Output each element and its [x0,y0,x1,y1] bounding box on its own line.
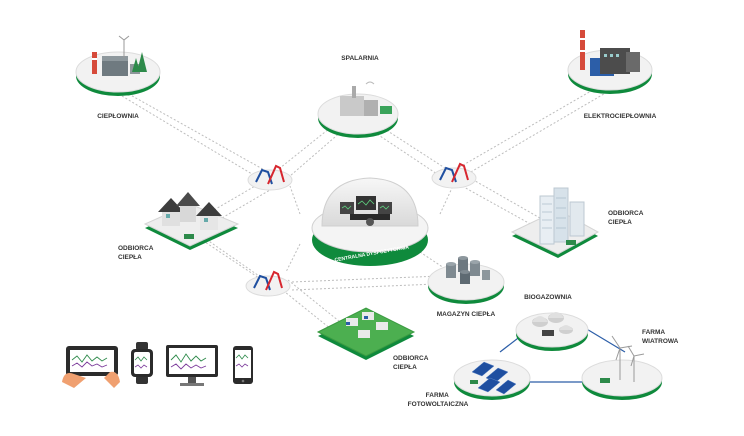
node-cieplownia [75,35,161,96]
chp-plant-icon [580,30,640,76]
heat-exchange-valve-icon [245,270,291,297]
label-odbiorca-right: ODBIORCA CIEPŁA [608,210,645,226]
node-biogazownia [515,312,589,351]
label-odbiorca-bottom: ODBIORCA CIEPŁA [393,355,430,371]
label-cieplownia: CIEPŁOWNIA [97,113,139,120]
monitor-icon [166,345,218,386]
label-odbiorca-left: ODBIORCA CIEPŁA [118,245,155,261]
node-magazyn [427,256,505,304]
label-elektrocieplownia: ELEKTROCIEPŁOWNIA [584,113,657,120]
heat-exchange-valve-icon [247,164,293,191]
control-room-dome-icon [321,177,419,227]
biogas-plant-icon [532,312,573,336]
wind-turbine-icon [611,335,645,382]
node-spalarnia [317,81,399,138]
node-farma-wiatrowa [581,335,663,400]
node-odbiorca-left [143,192,240,250]
tablet-icon [62,346,120,388]
housing-estate-icon [346,312,388,338]
node-central-control-room [311,177,429,266]
incinerator-icon [340,81,392,116]
label-farma-fotowoltaiczna: FARMA FOTOWOLTAICZNA [408,392,469,408]
node-farma-fotowoltaiczna [453,359,531,400]
devices-group [62,342,253,388]
solar-panel-icon [471,361,517,395]
houses-icon [158,192,222,239]
node-odbiorca-right [510,187,600,258]
label-biogazownia: BIOGAZOWNIA [524,294,572,301]
heating-plant-icon [92,35,147,76]
label-spalarnia: SPALARNIA [341,55,379,62]
node-odbiorca-bottom [316,307,416,360]
smartphone-icon [233,346,253,384]
node-elektrocieplownia [567,30,653,94]
label-magazyn: MAGAZYN CIEPŁA [437,311,496,318]
heat-exchange-valve-icon [431,162,477,189]
smartwatch-icon [131,342,153,384]
label-farma-wiatrowa: FARMA WIATROWA [642,329,679,345]
office-buildings-icon [539,187,585,245]
heat-storage-icon [446,256,490,284]
